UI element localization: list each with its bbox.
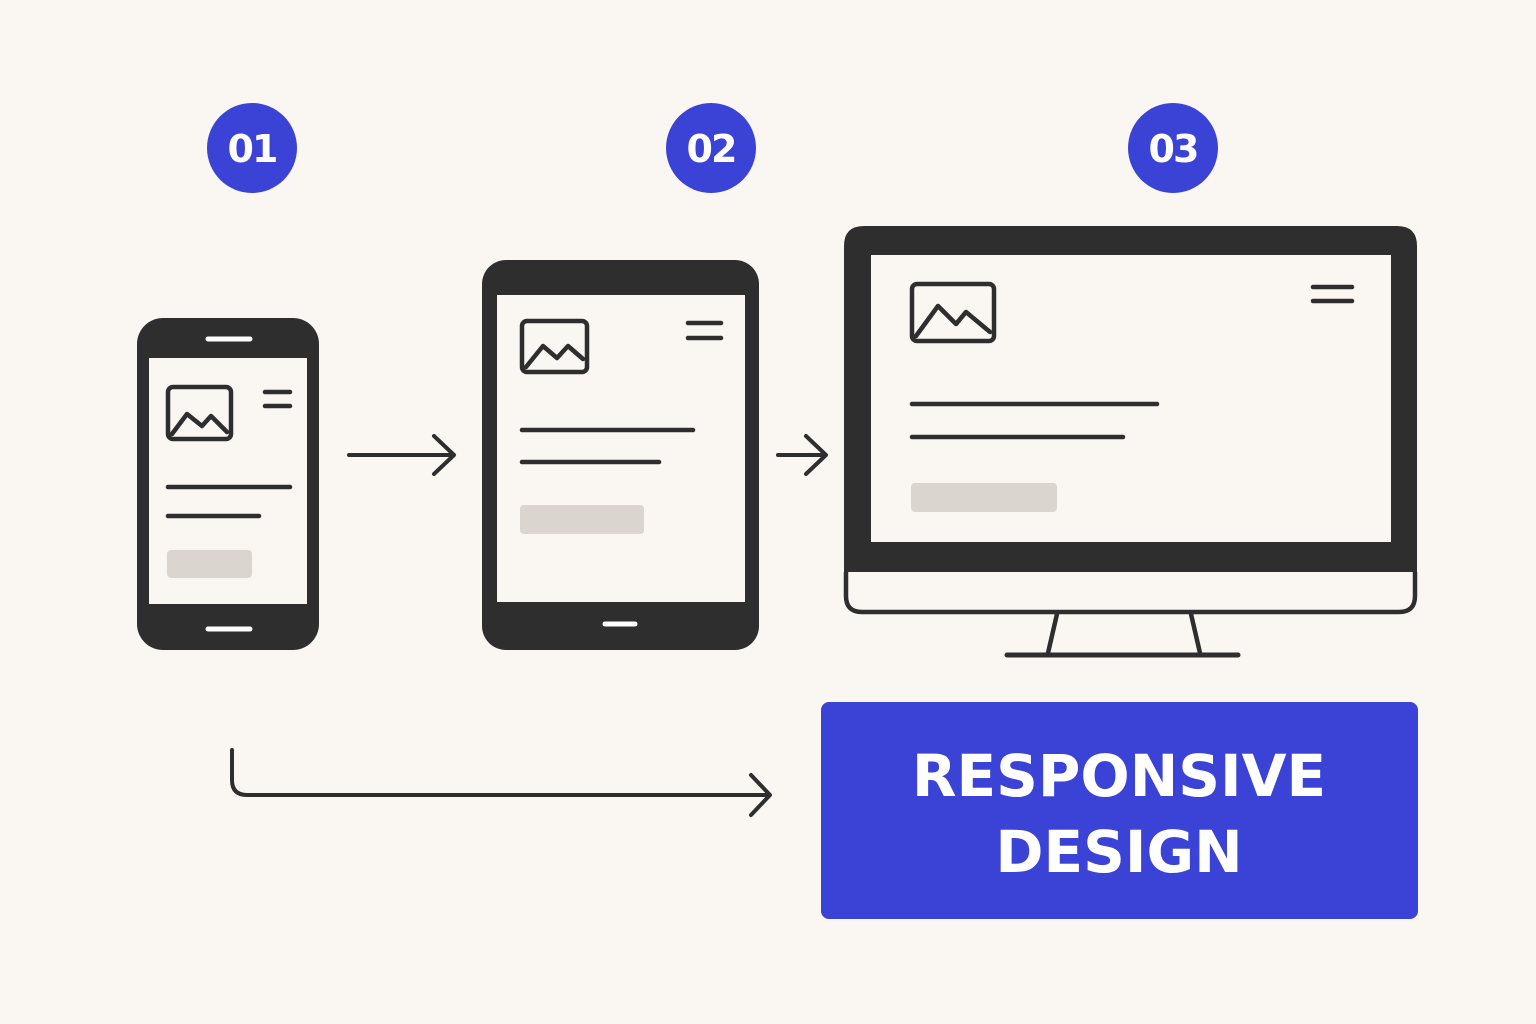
phone-device: [137, 318, 319, 650]
bent-arrow-icon: [230, 748, 772, 817]
arrow-right-icon: [776, 434, 828, 476]
desktop-monitor: [843, 226, 1418, 658]
image-icon: [165, 384, 234, 442]
monitor-stand: [1004, 611, 1241, 658]
step-badge-2: 02: [666, 103, 756, 193]
image-icon: [519, 318, 590, 375]
banner-title-line-1: RESPONSIVE: [912, 742, 1326, 810]
step-number-2: 02: [687, 127, 736, 171]
banner-title-line-2: DESIGN: [995, 818, 1242, 886]
hamburger-menu-icon: [262, 389, 293, 409]
step-badge-3: 03: [1128, 103, 1218, 193]
responsive-design-banner: RESPONSIVE DESIGN: [821, 702, 1418, 919]
step-number-1: 01: [228, 127, 277, 171]
step-badge-1: 01: [207, 103, 297, 193]
monitor-chin: [843, 572, 1418, 615]
button-placeholder: [167, 550, 252, 578]
button-placeholder: [520, 505, 644, 534]
hamburger-menu-icon: [1310, 284, 1355, 304]
arrow-right-icon: [347, 434, 456, 476]
step-number-3: 03: [1149, 127, 1198, 171]
hamburger-menu-icon: [685, 320, 724, 341]
tablet-device: [482, 260, 759, 650]
button-placeholder: [911, 483, 1057, 512]
image-icon: [909, 281, 997, 344]
